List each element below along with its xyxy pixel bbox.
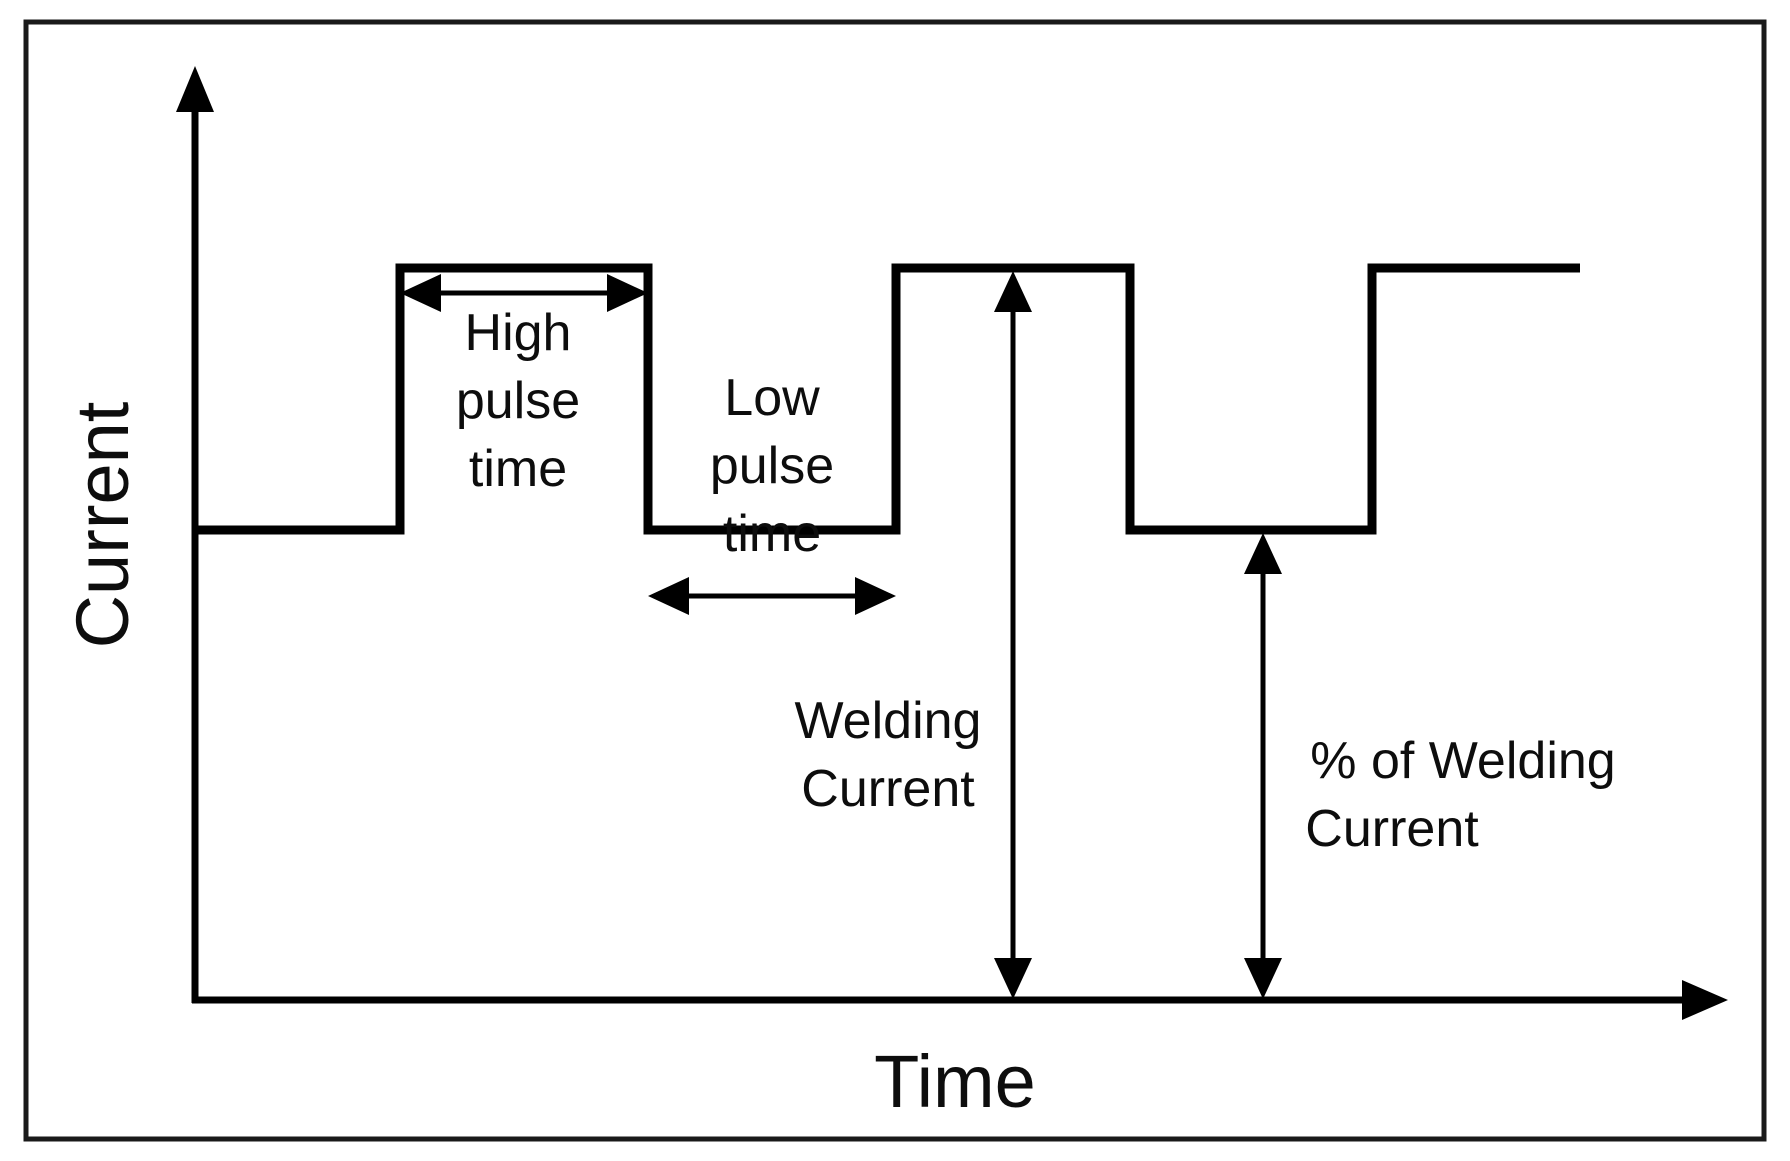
low-pulse-label-line2: pulse bbox=[710, 437, 834, 495]
percent-welding-current-label-line1: % of Welding bbox=[1310, 732, 1615, 790]
high-pulse-arrow-right-icon bbox=[607, 274, 648, 312]
welding-current-label-line1: Welding bbox=[795, 692, 982, 750]
low-pulse-arrow-right-icon bbox=[855, 577, 896, 615]
welding-current-arrow-up-icon bbox=[994, 271, 1032, 312]
high-pulse-label-line2: pulse bbox=[456, 372, 580, 430]
high-pulse-label-line3: time bbox=[469, 440, 567, 498]
welding-current-label-line2: Current bbox=[801, 760, 975, 818]
figure-frame bbox=[23, 19, 1767, 1142]
low-pulse-label-line1: Low bbox=[724, 369, 820, 427]
high-pulse-label-line1: High bbox=[465, 304, 572, 362]
x-axis-arrow-right-icon bbox=[1682, 980, 1728, 1020]
low-pulse-label-line3: time bbox=[723, 505, 821, 563]
current-waveform bbox=[195, 263, 1580, 535]
low-pulse-arrow-left-icon bbox=[648, 577, 689, 615]
high-pulse-arrow-left-icon bbox=[400, 274, 441, 312]
welding-current-arrow-down-icon bbox=[994, 958, 1032, 999]
y-axis-label: Current bbox=[61, 401, 144, 648]
percent-welding-current-arrow-down-icon bbox=[1244, 958, 1282, 999]
y-axis-arrow-up-icon bbox=[176, 66, 214, 112]
percent-welding-current-arrow-up-icon bbox=[1244, 533, 1282, 574]
x-axis-label: Time bbox=[874, 1040, 1036, 1123]
percent-welding-current-label-line2: Current bbox=[1305, 800, 1479, 858]
